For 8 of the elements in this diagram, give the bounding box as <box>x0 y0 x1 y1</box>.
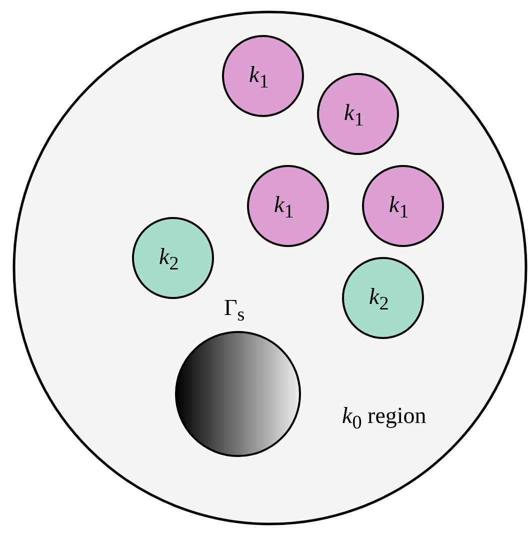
boundary-label: Γ$_{s}$ <box>224 296 245 325</box>
coefficient-label: k$_{1}$ <box>344 101 364 130</box>
coefficient-label: k$_{2}$ <box>159 245 179 274</box>
coefficient-label: k$_{1}$ <box>389 193 409 222</box>
coefficient-label: k$_{1}$ <box>249 63 269 92</box>
coefficient-label: k$_{1}$ <box>274 193 294 222</box>
region-label: k$_{0}$ region <box>342 404 426 433</box>
coefficient-label: k$_{2}$ <box>369 285 389 314</box>
